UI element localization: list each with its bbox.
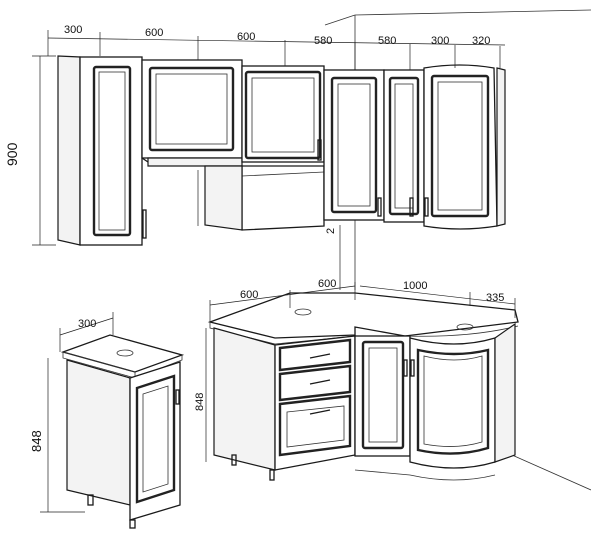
dim-upper-600-b: 600 (237, 31, 255, 43)
single-base-cabinet (60, 334, 185, 529)
lower-dimension-labels: 600 600 1000 335 848 300 848 (29, 278, 504, 452)
dim-upper-300-b: 300 (431, 35, 449, 47)
lower-dimension-lines (40, 282, 516, 513)
dim-lower-848: 848 (194, 393, 206, 411)
upper-dimension-labels: 300 600 600 580 580 300 320 900 2 (4, 24, 490, 234)
upper-cabinet-600-left (141, 59, 243, 167)
single-door (129, 361, 181, 521)
dim-single-848: 848 (29, 430, 44, 452)
countertop (207, 292, 519, 339)
upper-cabinet-300 (57, 55, 147, 246)
dim-lower-600-b: 600 (318, 278, 336, 290)
dim-lower-335: 335 (486, 292, 504, 304)
dim-gap-2: 2 (325, 228, 337, 234)
upper-cabinets (57, 55, 506, 246)
upper-cabinet-580-left (323, 69, 385, 221)
dim-upper-600-a: 600 (145, 27, 163, 39)
dim-upper-300: 300 (64, 24, 82, 36)
dim-lower-1000: 1000 (403, 280, 427, 292)
upper-cabinet-600-right (204, 65, 325, 231)
lower-corner-set (207, 292, 519, 481)
dim-upper-580-a: 580 (314, 35, 332, 47)
dim-lower-600-a: 600 (240, 289, 258, 301)
drawer-fronts (278, 338, 352, 457)
dim-upper-900: 900 (4, 142, 20, 166)
upper-dimension-lines (32, 30, 506, 290)
upper-cabinet-320 (423, 64, 506, 230)
dim-upper-580-b: 580 (378, 35, 396, 47)
dim-upper-320: 320 (472, 35, 490, 47)
upper-cabinet-580-right (383, 69, 425, 223)
dim-single-300: 300 (78, 318, 96, 330)
